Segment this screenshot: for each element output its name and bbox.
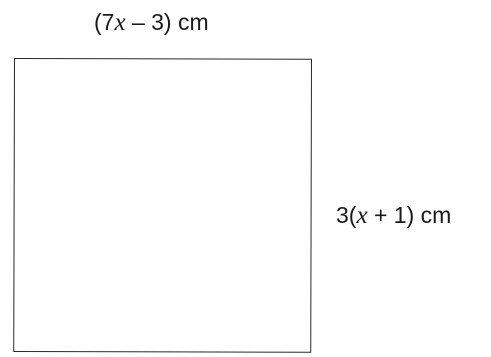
top-label-close: – 3) cm — [125, 9, 209, 35]
side-label-variable: x — [356, 202, 368, 229]
top-label-variable: x — [114, 9, 126, 36]
right-side-label: 3(x + 1) cm — [336, 203, 451, 228]
square-shape — [13, 58, 312, 353]
top-label-open: (7 — [94, 9, 115, 35]
side-label-close: + 1) cm — [367, 202, 452, 228]
side-label-open: 3( — [336, 202, 357, 228]
top-side-label: (7x – 3) cm — [94, 10, 209, 35]
